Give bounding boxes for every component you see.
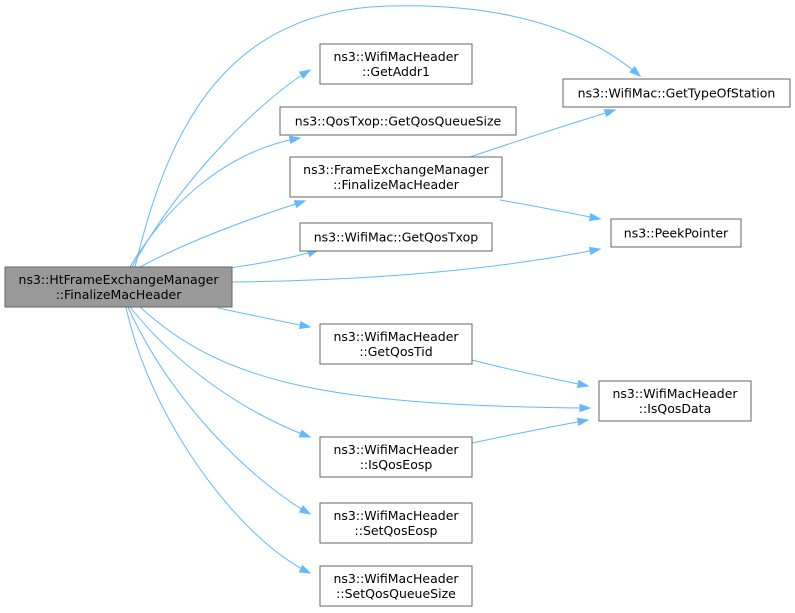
edge-isqoseosp-to-isqosdata: [471, 417, 590, 444]
node-box: [279, 106, 517, 136]
node-setqoseosp[interactable]: ns3::WifiMacHeader::SetQosEosp: [319, 502, 473, 544]
node-isqoseosp[interactable]: ns3::WifiMacHeader::IsQosEosp: [319, 436, 473, 478]
edge-arrowhead: [576, 379, 590, 388]
node-label-line-1: ns3::WifiMacHeader: [333, 49, 459, 64]
node-getqostxop[interactable]: ns3::WifiMac::GetQosTxop: [299, 222, 493, 252]
edge-line: [471, 359, 589, 387]
edge-arrowhead: [298, 69, 312, 80]
edge-fem_finalize-to-peekpointer: [499, 199, 602, 222]
node-label-line-1: ns3::WifiMac::GetTypeOfStation: [578, 86, 776, 101]
edge-arrowhead: [603, 109, 617, 118]
edge-root-to-getqosqueuesize: [129, 135, 302, 268]
node-box: [319, 43, 473, 85]
node-fem_finalize[interactable]: ns3::FrameExchangeManager::FinalizeMacHe…: [289, 156, 503, 198]
node-box: [319, 502, 473, 544]
edge-line: [131, 69, 311, 268]
edge-line: [499, 199, 601, 220]
node-label-line-1: ns3::WifiMacHeader: [333, 329, 459, 344]
edge-line: [229, 249, 319, 269]
edge-line: [139, 200, 306, 268]
node-getqosqueuesize[interactable]: ns3::QosTxop::GetQosQueueSize: [279, 106, 517, 136]
edge-root-to-gettypeofstation: [134, 5, 642, 268]
node-box: [319, 436, 473, 478]
node-peekpointer[interactable]: ns3::PeekPointer: [610, 218, 742, 248]
edge-line: [471, 419, 589, 444]
edge-arrowhead: [576, 417, 590, 427]
edge-arrowhead: [629, 65, 642, 77]
node-label-line-1: ns3::FrameExchangeManager: [303, 162, 489, 177]
node-label-line-2: ::GetQosTid: [359, 344, 432, 359]
edge-line: [231, 248, 601, 283]
edge-root-to-fem_finalize: [139, 200, 307, 268]
edge-line: [134, 5, 641, 268]
node-getqostid[interactable]: ns3::WifiMacHeader::GetQosTid: [319, 323, 473, 365]
edge-arrowhead: [298, 320, 312, 330]
edge-root-to-isqoseosp: [129, 306, 312, 438]
edge-line: [129, 137, 301, 268]
nodes-layer: ns3::HtFrameExchangeManager::FinalizeMac…: [4, 43, 791, 607]
node-root: ns3::HtFrameExchangeManager::FinalizeMac…: [4, 266, 233, 308]
edge-root-to-getqostxop: [229, 249, 320, 269]
node-box: [289, 156, 503, 198]
edge-line: [125, 306, 311, 574]
edges-layer: [125, 5, 642, 574]
edge-arrowhead: [298, 505, 312, 515]
node-box: [319, 323, 473, 365]
edge-arrowhead: [579, 403, 592, 413]
node-label-line-2: ::FinalizeMacHeader: [333, 177, 460, 192]
node-gettypeofstation[interactable]: ns3::WifiMac::GetTypeOfStation: [562, 78, 791, 108]
edge-line: [469, 109, 616, 158]
edge-root-to-isqosdata: [139, 306, 592, 413]
node-box: [610, 218, 742, 248]
node-setqosqueuesize[interactable]: ns3::WifiMacHeader::SetQosQueueSize: [319, 565, 473, 607]
node-label-line-1: ns3::WifiMacHeader: [333, 442, 459, 457]
edge-line: [127, 306, 311, 515]
edge-arrowhead: [588, 212, 602, 222]
edge-root-to-getqostid: [217, 307, 312, 330]
node-box: [319, 565, 473, 607]
node-box: [598, 380, 752, 422]
edge-root-to-getaddr1: [131, 69, 312, 268]
edge-arrowhead: [298, 429, 312, 438]
node-label-line-1: ns3::PeekPointer: [624, 226, 729, 241]
node-isqosdata[interactable]: ns3::WifiMacHeader::IsQosData: [598, 380, 752, 422]
node-label-line-1: ns3::HtFrameExchangeManager: [19, 272, 220, 287]
node-label-line-2: ::GetAddr1: [362, 64, 430, 79]
edge-line: [217, 307, 311, 328]
node-box: [562, 78, 791, 108]
node-label-line-2: ::SetQosQueueSize: [336, 586, 456, 601]
edge-arrowhead: [293, 200, 307, 209]
node-box: [4, 266, 233, 308]
edge-arrowhead: [298, 564, 312, 574]
node-label-line-1: ns3::WifiMacHeader: [333, 508, 459, 523]
node-label-line-1: ns3::WifiMacHeader: [333, 571, 459, 586]
edge-root-to-setqoseosp: [127, 306, 312, 515]
edge-root-to-peekpointer: [231, 246, 602, 283]
edge-line: [129, 306, 311, 438]
node-label-line-1: ns3::QosTxop::GetQosQueueSize: [295, 114, 502, 129]
node-label-line-2: ::FinalizeMacHeader: [56, 287, 183, 302]
edge-line: [139, 306, 591, 409]
edge-arrowhead: [288, 135, 302, 144]
node-label-line-2: ::IsQosEosp: [360, 457, 433, 472]
edge-getqostid-to-isqosdata: [471, 359, 590, 388]
edge-root-to-setqosqueuesize: [125, 306, 312, 574]
node-getaddr1[interactable]: ns3::WifiMacHeader::GetAddr1: [319, 43, 473, 85]
node-box: [299, 222, 493, 252]
edge-arrowhead: [588, 246, 602, 256]
edge-fem_finalize-to-gettypeofstation: [469, 109, 617, 158]
node-label-line-2: ::SetQosEosp: [355, 523, 438, 538]
node-label-line-2: ::IsQosData: [639, 401, 711, 416]
node-label-line-1: ns3::WifiMacHeader: [612, 386, 738, 401]
node-label-line-1: ns3::WifiMac::GetQosTxop: [314, 230, 479, 245]
